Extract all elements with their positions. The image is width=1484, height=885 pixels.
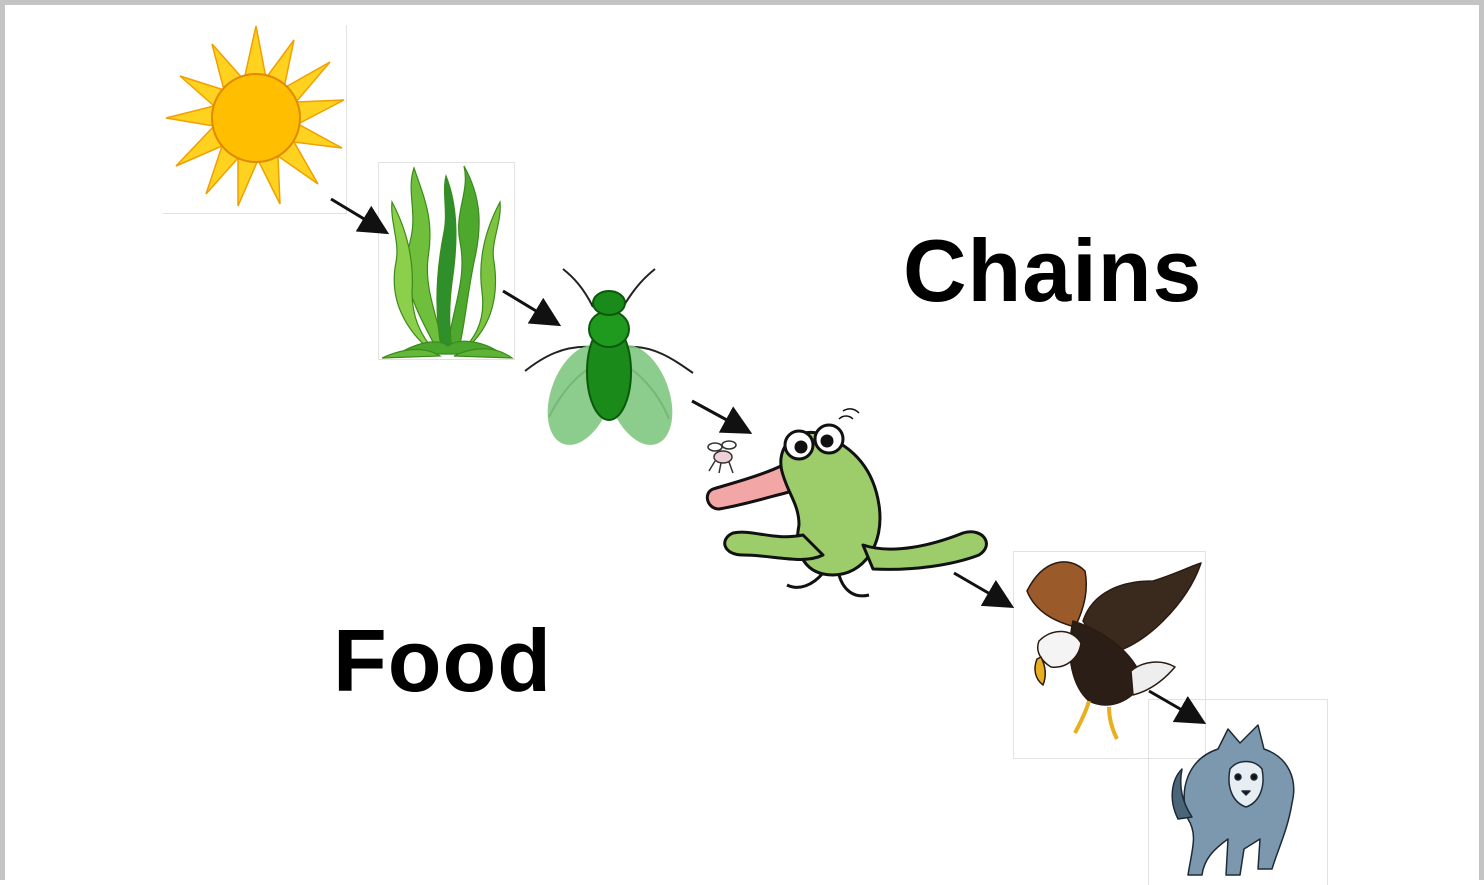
title-word-food: Food	[333, 617, 552, 705]
arrow-frog-to-eagle	[954, 573, 1009, 605]
arrow-sun-to-plant	[331, 199, 384, 231]
title-word-chains: Chains	[903, 227, 1202, 315]
arrow-fly-to-frog	[692, 401, 747, 431]
arrows-layer	[5, 5, 1484, 885]
arrow-plant-to-fly	[503, 291, 556, 323]
arrow-eagle-to-wolf	[1149, 691, 1201, 721]
